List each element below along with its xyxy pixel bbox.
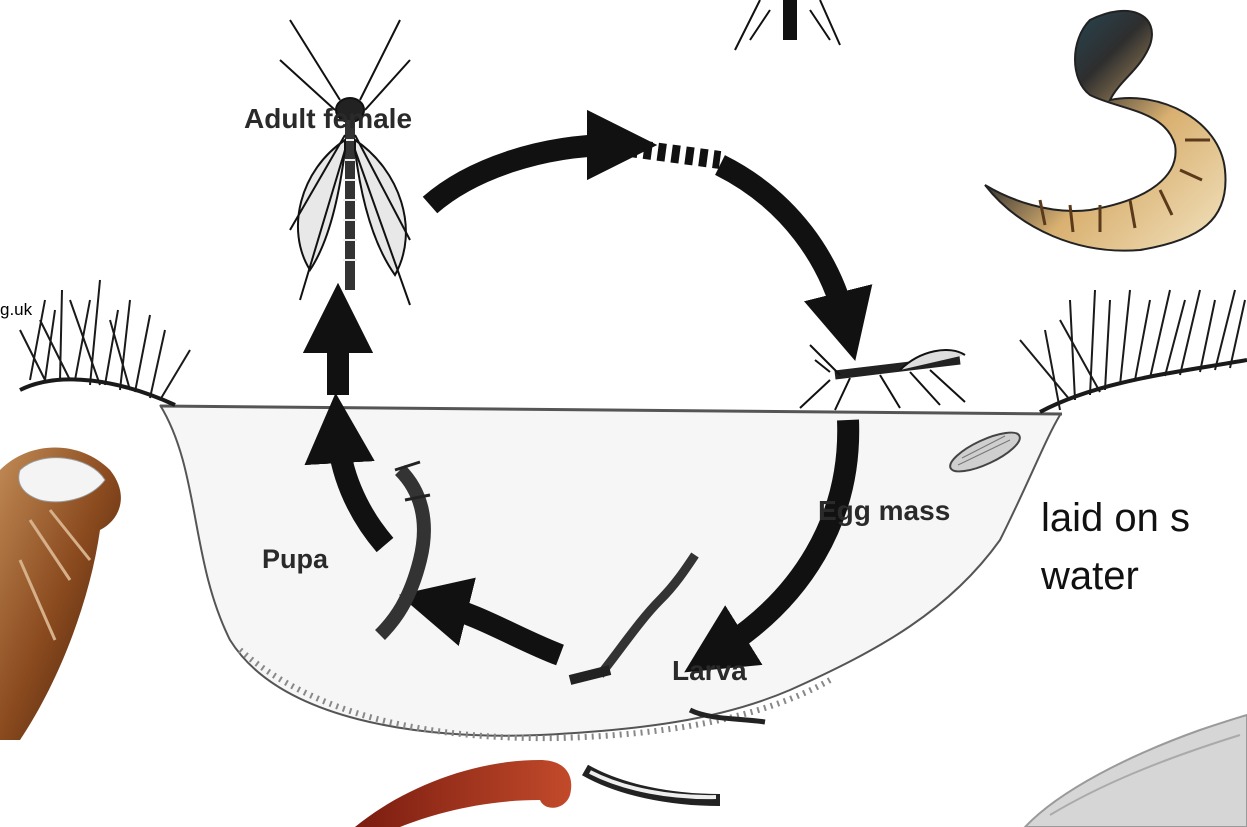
stage-label-larva: Larva — [672, 655, 747, 687]
grass-tuft-icon — [20, 280, 190, 405]
arrow-dashed-top — [630, 148, 720, 160]
note-line-1: laid on s — [1041, 496, 1190, 540]
egg-laying-mosquito-icon — [800, 345, 965, 410]
arrow-to-water — [720, 165, 845, 320]
stage-label-egg-mass: Egg mass — [818, 495, 950, 527]
arrow-adult-to-egg — [430, 145, 615, 205]
stage-label-adult-female: Adult female — [244, 103, 412, 135]
grass-tuft-icon — [1020, 290, 1247, 412]
gray-larva-photo — [1025, 715, 1247, 827]
stage-label-pupa: Pupa — [262, 544, 328, 575]
pupa-photo — [0, 448, 121, 741]
bottom-larva-icon — [585, 770, 720, 800]
red-larva-photo — [355, 760, 571, 827]
note-line-2: water — [1041, 554, 1139, 598]
adult-mosquito-icon — [280, 20, 410, 305]
larva-photo — [985, 11, 1226, 251]
partial-mosquito-icon — [735, 0, 840, 50]
source-url-fragment: g.uk — [0, 300, 32, 320]
